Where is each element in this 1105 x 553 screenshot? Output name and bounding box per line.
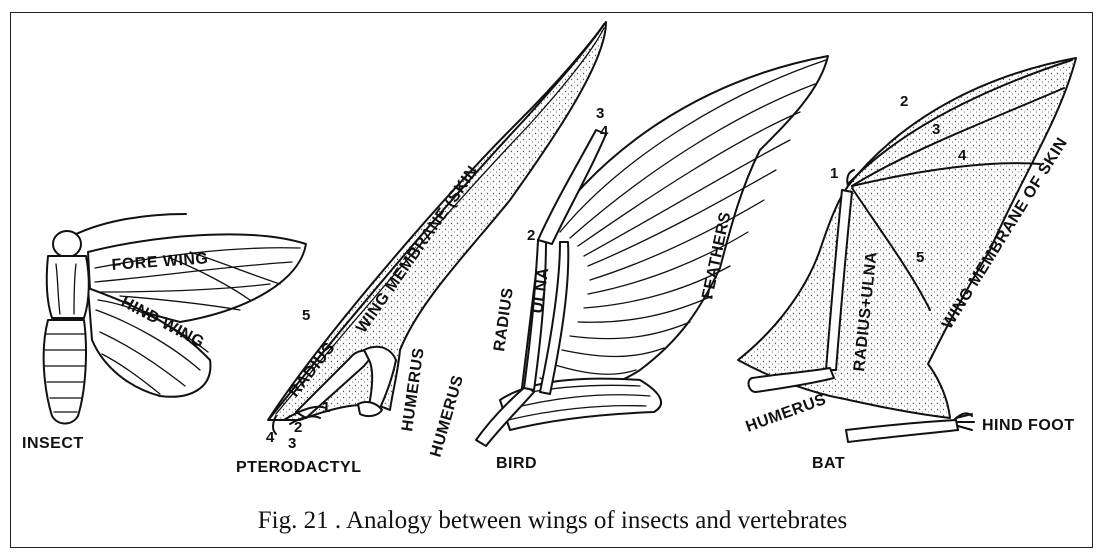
insect-abdomen: [44, 320, 86, 424]
insect-antenna: [72, 214, 186, 236]
bat-humerus-label: HUMERUS: [744, 391, 829, 436]
ptero-digit-3: 3: [288, 435, 296, 452]
bird-digit-4: 4: [600, 123, 609, 140]
bat-digit-2-label: 2: [900, 93, 908, 110]
ptero-digit-1: 1: [322, 399, 330, 416]
bat-digit-4-label: 4: [958, 147, 967, 164]
bird-radius-label: RADIUS: [491, 286, 517, 352]
ptero-digit-4: 4: [266, 429, 275, 446]
bat-hind-foot-label: HIND FOOT: [982, 417, 1075, 434]
bird-digit-3: 3: [596, 105, 604, 122]
bat-digit-3-label: 3: [932, 121, 940, 138]
ptero-digit-5: 5: [302, 307, 310, 324]
figure-caption: Fig. 21 . Analogy between wings of insec…: [0, 507, 1105, 535]
bird-humerus-label: HUMERUS: [428, 373, 468, 459]
bat-digit-1: 1: [830, 165, 838, 182]
bird-digit-2: 2: [527, 227, 535, 244]
insect-thorax: [47, 256, 89, 318]
insect-head: [53, 231, 81, 257]
bat-label: BAT: [812, 455, 845, 472]
pterodactyl-label: PTERODACTYL: [236, 459, 362, 476]
ptero-humerus-label: HUMERUS: [399, 347, 428, 433]
bat-digit-5-label: 5: [916, 249, 924, 266]
bird-label: BIRD: [496, 455, 537, 472]
ptero-digit-2: 2: [294, 419, 302, 436]
bat-hind-leg: [846, 420, 958, 442]
insect-label: INSECT: [22, 435, 84, 452]
